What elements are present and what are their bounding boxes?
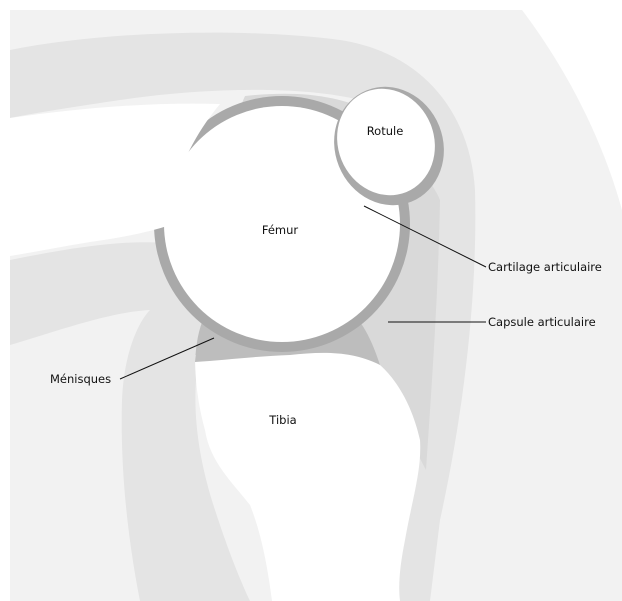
label-rotule: Rotule [367,124,404,138]
label-cartilage-articulaire: Cartilage articulaire [488,260,602,274]
label-capsule-articulaire: Capsule articulaire [488,315,596,329]
label-femur: Fémur [262,223,299,237]
label-menisques: Ménisques [50,372,111,386]
label-tibia: Tibia [268,413,296,427]
